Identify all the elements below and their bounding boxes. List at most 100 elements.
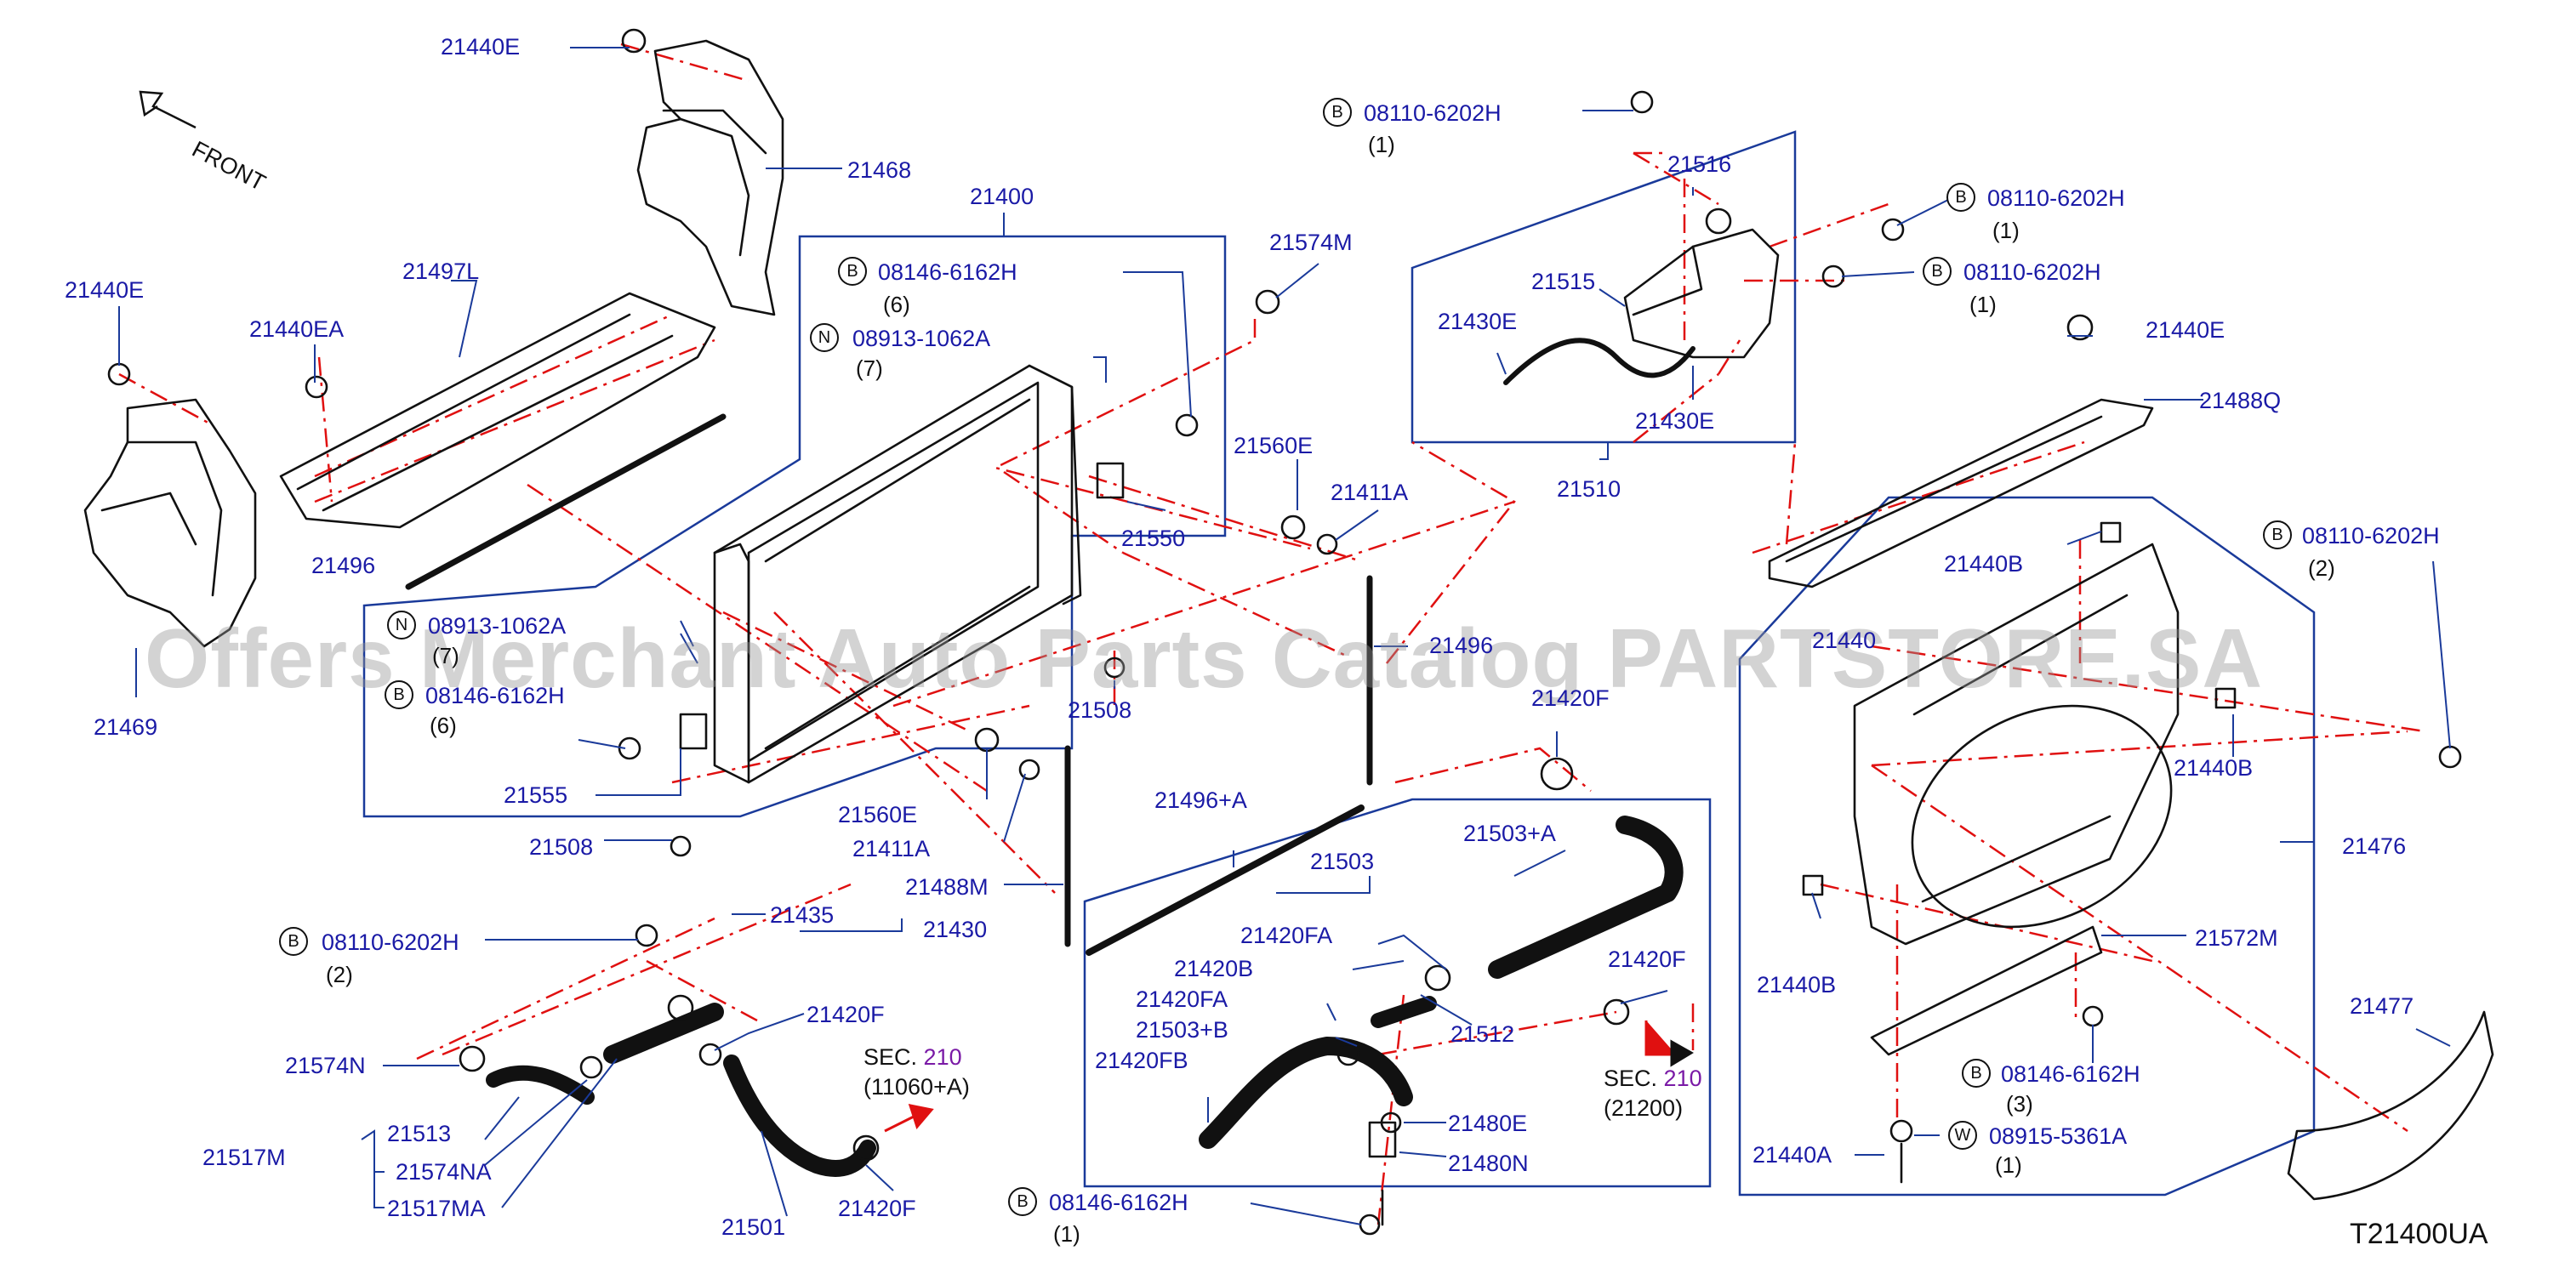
part-label-21440A[interactable]: 21440A (1752, 1142, 1832, 1168)
clamp-21574M (1255, 289, 1280, 315)
bolt-08146-top (1175, 413, 1199, 437)
part-label-21468[interactable]: 21468 (847, 157, 912, 183)
bolt-type-badge: B (1946, 183, 1975, 212)
part-label-21420F[interactable]: 21420F (806, 1002, 885, 1027)
part-label-21503[interactable]: 21503 (1310, 849, 1375, 874)
clamp-21420F-right (1603, 998, 1630, 1026)
part-label-21440B[interactable]: 21440B (2174, 755, 2254, 781)
section-number: 210 (1663, 1066, 1702, 1091)
part-label-08110-6202H[interactable]: 08110-6202H (2302, 523, 2440, 549)
part-label-21517M[interactable]: 21517M (202, 1145, 286, 1170)
part-label-21497L[interactable]: 21497L (402, 259, 480, 284)
section-reference[interactable]: SEC. 210 (863, 1046, 962, 1069)
part-label-08915-5361A[interactable]: 08915-5361A (1989, 1123, 2128, 1149)
diagram-code: T21400UA (2350, 1218, 2488, 1250)
air-guide-21469 (83, 398, 257, 648)
hose-21513 (486, 1065, 595, 1105)
section-reference[interactable]: SEC. 210 (1604, 1067, 1702, 1090)
part-label-21430E[interactable]: 21430E (1635, 408, 1715, 434)
part-label-21440[interactable]: 21440 (1812, 628, 1877, 653)
fan-shroud-21476 (1853, 543, 2180, 946)
part-label-08146-6162H[interactable]: 08146-6162H (425, 683, 565, 708)
part-label-21501[interactable]: 21501 (721, 1214, 786, 1240)
quantity: (7) (432, 643, 459, 668)
part-label-08913-1062A[interactable]: 08913-1062A (428, 613, 567, 639)
bolt-08110-topmid (1630, 90, 1654, 114)
part-label-21411A[interactable]: 21411A (1331, 480, 1409, 505)
part-label-21469[interactable]: 21469 (94, 714, 158, 740)
direction-arrows (884, 1020, 1694, 1133)
part-label-21440E[interactable]: 21440E (65, 277, 145, 303)
quantity: (6) (883, 292, 910, 317)
section-prefix: SEC. (863, 1044, 918, 1070)
bolt-type-badge: B (1323, 98, 1352, 127)
part-label-21574NA[interactable]: 21574NA (396, 1159, 492, 1185)
part-label-21476[interactable]: 21476 (2342, 833, 2407, 859)
part-label-21440B[interactable]: 21440B (1757, 972, 1837, 998)
part-label-21400[interactable]: 21400 (970, 184, 1034, 209)
part-label-21430E[interactable]: 21430E (1438, 309, 1518, 334)
part-label-21515[interactable]: 21515 (1531, 269, 1596, 294)
part-label-21420F[interactable]: 21420F (1531, 685, 1610, 711)
part-label-21440E[interactable]: 21440E (441, 34, 521, 60)
part-label-21560E[interactable]: 21560E (1234, 433, 1314, 458)
part-label-21480N[interactable]: 21480N (1448, 1151, 1529, 1176)
quantity: (1) (1053, 1221, 1080, 1247)
part-label-21510[interactable]: 21510 (1557, 476, 1621, 502)
part-label-21440E[interactable]: 21440E (2146, 317, 2226, 343)
part-label-08146-6162H[interactable]: 08146-6162H (2001, 1061, 2140, 1087)
part-label-21516[interactable]: 21516 (1667, 151, 1732, 177)
part-label-21488Q[interactable]: 21488Q (2199, 388, 2282, 413)
bolt-type-badge: B (1923, 257, 1952, 286)
clip-21440B-top (2100, 521, 2122, 543)
quantity: (1) (1969, 292, 1997, 317)
clip-21440B-right (2214, 687, 2237, 709)
part-label-21440EA[interactable]: 21440EA (249, 316, 345, 342)
part-label-21496[interactable]: 21496 (311, 553, 376, 578)
quantity: (1) (1995, 1152, 2022, 1178)
part-label-21503B[interactable]: 21503+B (1136, 1017, 1228, 1043)
part-label-21555[interactable]: 21555 (504, 782, 568, 808)
part-label-21574N[interactable]: 21574N (285, 1053, 366, 1078)
part-label-21508[interactable]: 21508 (529, 834, 594, 860)
part-label-21411A[interactable]: 21411A (852, 836, 931, 861)
part-label-21420F[interactable]: 21420F (1608, 946, 1686, 972)
part-label-21496A[interactable]: 21496+A (1154, 787, 1247, 813)
part-label-21550[interactable]: 21550 (1121, 526, 1186, 551)
reservoir-tank-21516 (1623, 228, 1780, 359)
clip-21440EA (305, 375, 328, 399)
part-label-08110-6202H[interactable]: 08110-6202H (1963, 259, 2101, 285)
part-label-21440B[interactable]: 21440B (1944, 551, 2024, 577)
part-label-21503A[interactable]: 21503+A (1463, 821, 1556, 846)
bolt-type-badge: N (387, 611, 416, 640)
part-label-08913-1062A[interactable]: 08913-1062A (852, 326, 991, 351)
part-label-08110-6202H[interactable]: 08110-6202H (1364, 100, 1502, 126)
part-label-08146-6162H[interactable]: 08146-6162H (1049, 1190, 1188, 1215)
part-label-21560E[interactable]: 21560E (838, 802, 918, 827)
part-label-21512[interactable]: 21512 (1450, 1021, 1515, 1047)
part-label-21420B[interactable]: 21420B (1174, 956, 1254, 981)
part-label-08110-6202H[interactable]: 08110-6202H (1987, 185, 2125, 211)
quantity: (3) (2006, 1091, 2033, 1117)
part-label-21488M[interactable]: 21488M (905, 874, 989, 900)
leader-lines (118, 47, 2451, 1225)
part-label-21477[interactable]: 21477 (2350, 993, 2414, 1019)
part-label-21480E[interactable]: 21480E (1448, 1111, 1528, 1136)
part-label-21420FA[interactable]: 21420FA (1136, 986, 1228, 1012)
clip-21508-left (670, 835, 692, 857)
part-label-21508[interactable]: 21508 (1068, 697, 1132, 723)
part-label-21420FA[interactable]: 21420FA (1240, 923, 1333, 948)
part-label-21420FB[interactable]: 21420FB (1095, 1048, 1188, 1073)
part-label-21517MA[interactable]: 21517MA (387, 1196, 486, 1221)
part-label-21574M[interactable]: 21574M (1269, 230, 1353, 255)
phantom-lines (118, 43, 2425, 1225)
part-label-21435[interactable]: 21435 (770, 902, 835, 928)
part-label-21420F[interactable]: 21420F (838, 1196, 916, 1221)
part-label-21496[interactable]: 21496 (1429, 633, 1494, 658)
part-label-21430[interactable]: 21430 (923, 917, 988, 942)
part-label-08110-6202H[interactable]: 08110-6202H (322, 929, 459, 955)
grommet-21480E (1380, 1111, 1402, 1134)
part-label-21572M[interactable]: 21572M (2195, 925, 2278, 951)
part-label-21513[interactable]: 21513 (387, 1121, 452, 1146)
part-label-08146-6162H[interactable]: 08146-6162H (878, 259, 1017, 285)
